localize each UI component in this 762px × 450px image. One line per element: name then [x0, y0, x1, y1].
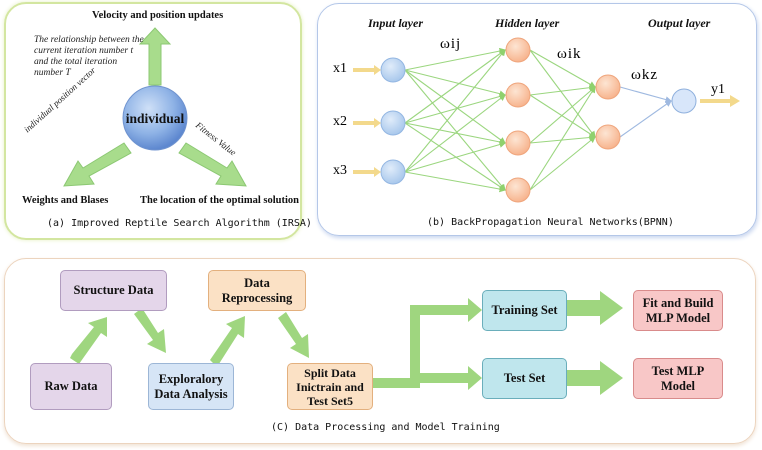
connection-hidden3-output2 [529, 134, 597, 144]
relationship-note: The relationship between the current ite… [34, 35, 144, 78]
hidden-neuron-4 [505, 177, 531, 203]
hidden-neuron-2 [505, 82, 531, 108]
velocity-label: Velocity and position updates [92, 10, 224, 21]
split-data-box: Split Data Inictrain and Test Set5 [287, 363, 373, 410]
hidden-neuron-1 [505, 37, 531, 63]
weight-kz-label: ωkz [631, 67, 659, 83]
arrow-up-icon [138, 27, 172, 86]
arrow-split-to-branch [372, 378, 414, 388]
data-processing-panel [4, 258, 756, 444]
hidden-neuron-3 [505, 130, 531, 156]
connection-hidden1-output1 [529, 49, 596, 88]
test-set-box: Test Set [482, 358, 567, 399]
arrow-training-to-fit [567, 291, 623, 325]
test-mlp-box: Test MLP Model [633, 358, 723, 399]
connection-hidden4-output1 [529, 86, 596, 191]
input-arrow-2 [353, 118, 381, 128]
connection-hidden4-output2 [529, 136, 596, 191]
output-arrow [700, 95, 740, 107]
final-neuron [671, 88, 697, 114]
connection-hidden1-output2 [529, 49, 596, 138]
structure-data-box: Structure Data [60, 270, 167, 311]
arrow-to-test [414, 366, 482, 390]
connection-input1-hidden4 [404, 69, 506, 191]
input-neuron-3 [380, 159, 406, 185]
arrow-test-to-testmlp [567, 361, 623, 395]
arrow-down-left-icon [63, 142, 132, 187]
raw-data-box: Raw Data [30, 363, 112, 410]
connection-output1-final [619, 86, 673, 103]
connection-hidden3-output1 [529, 86, 596, 144]
eda-box: Exploralory Data Analysis [148, 363, 234, 410]
connection-hidden2-output1 [529, 84, 597, 96]
input-layer-title: Input layer [368, 16, 424, 30]
input-neuron-2 [380, 110, 406, 136]
input-neuron-1 [380, 57, 406, 83]
connection-input3-hidden2 [404, 94, 506, 173]
irsa-panel [4, 2, 302, 240]
fit-build-box: Fit and Build MLP Model [633, 290, 723, 331]
optimal-solution-label: The location of the optimal solution [140, 195, 299, 206]
connection-input1-hidden3 [404, 69, 506, 144]
bpnn-network [353, 37, 740, 203]
output-layer-title: Output layer [648, 16, 711, 30]
connection-input3-hidden3 [404, 141, 507, 173]
input-arrow-3 [353, 167, 381, 177]
arrow-structure-to-eda [134, 308, 166, 353]
arrow-down-right-icon [178, 142, 247, 187]
hidden-layer-title: Hidden layer [495, 16, 560, 30]
input-arrow-1 [353, 65, 381, 75]
weights-label: Weights and Blases [22, 195, 109, 206]
weight-ij-label: ωij [440, 36, 462, 52]
irsa-caption: (a) Improved Reptile Search Algorithm (I… [47, 218, 312, 229]
connection-input1-hidden1 [404, 47, 507, 71]
input-x3-label: x3 [333, 163, 347, 178]
arrow-eda-to-reprocessing [210, 316, 245, 367]
connection-input2-hidden1 [404, 49, 506, 124]
input-x1-label: x1 [333, 61, 347, 76]
input-x2-label: x2 [333, 114, 347, 129]
connection-input3-hidden1 [404, 49, 506, 173]
arrow-to-training [410, 298, 482, 322]
reprocessing-box: Data Reprocessing [208, 270, 306, 311]
individual-node [122, 85, 188, 151]
individual-label: individual [125, 111, 185, 126]
connection-hidden2-output2 [529, 94, 596, 138]
training-set-box: Training Set [482, 290, 567, 331]
output-y1-label: y1 [711, 82, 725, 97]
arrow-raw-to-structure [70, 317, 107, 364]
arrow-reprocessing-to-split [278, 312, 309, 358]
pipeline-arrows [70, 291, 623, 395]
connection-input2-hidden2 [404, 93, 507, 124]
connection-output2-final [619, 100, 672, 138]
weight-ik-label: ωik [557, 46, 582, 62]
irsa-arrows [63, 27, 247, 187]
data-processing-caption: (C) Data Processing and Model Training [271, 422, 500, 433]
bpnn-panel [317, 3, 757, 236]
connection-input3-hidden4 [404, 171, 507, 193]
output-neuron-2 [595, 124, 621, 150]
connection-input2-hidden4 [404, 122, 506, 191]
output-neuron-1 [595, 74, 621, 100]
connection-input1-hidden2 [404, 69, 507, 97]
bpnn-caption: (b) BackPropagation Neural Networks(BPNN… [427, 217, 674, 228]
arrow-branch-vertical [410, 310, 420, 388]
